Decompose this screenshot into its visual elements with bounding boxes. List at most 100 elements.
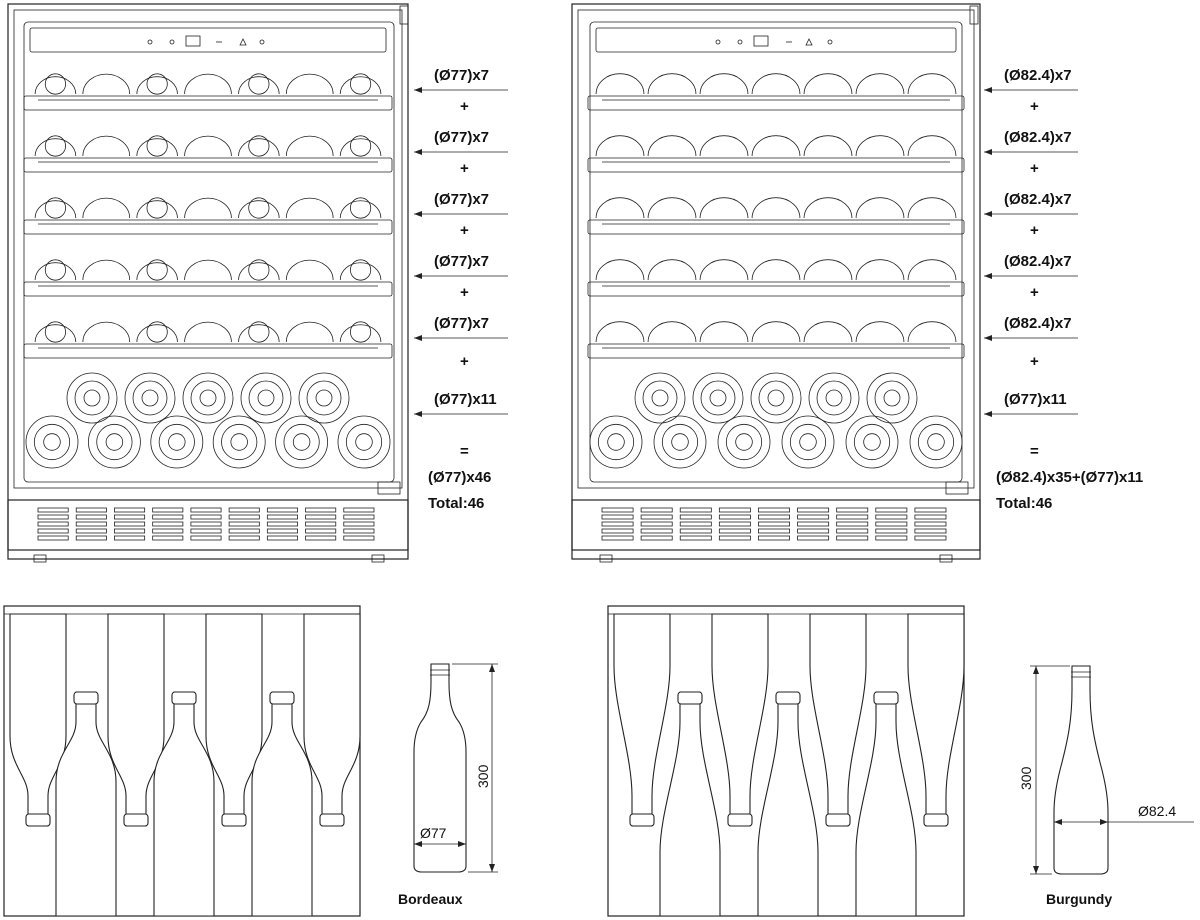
burgundy-side-bottles-down-1 xyxy=(613,613,671,827)
right-bottle-r2-1 xyxy=(595,135,645,157)
left-label-arrows xyxy=(414,87,508,417)
right-vent-slot-8-1 xyxy=(875,507,908,513)
right-bottle-r1-7 xyxy=(907,73,957,95)
right-vent-slot-5-2 xyxy=(758,514,790,520)
right-lower-bottle-b6-inner xyxy=(917,423,955,461)
right-vent-slot-5-5 xyxy=(758,535,790,541)
right-shelf-label-4: (Ø82.4)x7 xyxy=(1004,253,1072,270)
right-vent-slot-2-5 xyxy=(640,535,673,541)
left-lower-bottle-a1 xyxy=(66,372,118,424)
left-bottle-r5-6 xyxy=(285,321,334,343)
bordeaux-side-bottles-up-3-cap xyxy=(269,691,295,705)
right-vent-slot-4-4 xyxy=(718,528,751,534)
right-vent-slot-4-1 xyxy=(718,507,751,513)
burgundy-side-bottles-up-1-cap xyxy=(677,691,703,705)
left-lower-bottle-a3-inner xyxy=(190,380,226,416)
left-lower-bottle-a1-core xyxy=(83,389,101,407)
right-shelf-5 xyxy=(587,343,965,359)
bordeaux-bottle-outline xyxy=(413,663,467,873)
right-vent-panel xyxy=(571,499,981,551)
left-bottle-neck-r4-1 xyxy=(44,259,66,281)
burgundy-name: Burgundy xyxy=(1046,891,1112,907)
right-bottle-r2-3 xyxy=(699,135,749,157)
right-vent-slot-2-4 xyxy=(640,528,673,534)
left-bottle-r3-2 xyxy=(82,197,131,219)
right-foot xyxy=(599,554,613,563)
bordeaux-side-bottles-up-1 xyxy=(55,691,117,917)
left-lower-bottle-b1-inner xyxy=(33,423,71,461)
burgundy-dia-arrow-left xyxy=(1054,819,1062,825)
right-bottle-r2-5 xyxy=(803,135,853,157)
left-up-icon xyxy=(239,38,247,46)
left-bottle-r1-3 xyxy=(136,76,178,95)
left-display-icon xyxy=(185,35,201,47)
left-bottle-r2-4 xyxy=(184,135,232,157)
right-set-icon xyxy=(827,39,833,45)
left-lower-bottle-a5 xyxy=(298,372,350,424)
left-bottle-r3-3 xyxy=(136,200,178,219)
bordeaux-side-bottles-down-3-cap xyxy=(221,813,247,827)
right-bottle-r4-6 xyxy=(855,259,905,281)
bordeaux-dia-arrow-left xyxy=(414,841,422,847)
left-bottle-neck-r3-1 xyxy=(44,197,66,219)
right-vent-slot-6-2 xyxy=(797,514,830,520)
right-shelf-label-6: (Ø77)x11 xyxy=(1004,391,1067,408)
bordeaux-side-bottles-up-2-cap xyxy=(171,691,197,705)
right-lower-bottle-a3-core xyxy=(767,389,785,407)
left-vent-slot-1-5 xyxy=(37,535,69,541)
left-lower-bottle-a4 xyxy=(240,372,292,424)
left-vent-slot-1-2 xyxy=(37,514,69,520)
burgundy-dia-arrow-right xyxy=(1100,819,1108,825)
left-bottle-r3-1 xyxy=(34,200,77,219)
right-lower-bottle-b3 xyxy=(717,415,771,469)
left-bottle-r1-7 xyxy=(339,76,382,95)
left-vent-slot-3-3 xyxy=(114,521,146,527)
right-lower-bottle-b2 xyxy=(653,415,707,469)
left-lower-bottle-a1-inner xyxy=(74,380,110,416)
bordeaux-bottle-detail: 300 Ø77 Bordeaux xyxy=(398,663,498,907)
left-lower-bottle-b5-core xyxy=(292,433,311,451)
burgundy-height-label: 300 xyxy=(1018,766,1034,790)
right-bottle-r1-1 xyxy=(595,73,645,95)
left-bottle-r4-3 xyxy=(136,262,178,281)
left-bottle-rows xyxy=(25,73,391,469)
burgundy-side-bottles-up-3 xyxy=(855,691,917,917)
left-vent-slot-4-1 xyxy=(152,507,184,513)
right-power-icon xyxy=(715,39,721,45)
bordeaux-height-label: 300 xyxy=(475,764,491,788)
right-shelf-3 xyxy=(587,219,965,235)
left-lower-bottle-a3-core xyxy=(199,389,217,407)
right-vent-slot-6-1 xyxy=(797,507,830,513)
right-leader-arrow-4 xyxy=(984,273,992,279)
bordeaux-name: Bordeaux xyxy=(398,891,463,907)
burgundy-side-bottles-down-2-cap xyxy=(727,813,753,827)
left-lower-bottle-b2-core xyxy=(105,433,124,451)
bordeaux-side-bottles-up-3 xyxy=(251,691,313,917)
burgundy-bottle-outline xyxy=(1053,665,1109,875)
left-lower-bottle-b6 xyxy=(337,415,391,469)
bordeaux-dim-arrow-down xyxy=(489,864,495,872)
right-leader-arrow-6 xyxy=(984,411,992,417)
right-vent-slot-8-3 xyxy=(875,521,908,527)
left-bottle-r2-7 xyxy=(339,138,382,157)
right-bottle-r3-2 xyxy=(647,197,697,219)
burgundy-side-bottles-up-3-cap xyxy=(873,691,899,705)
left-vent-slot-6-1 xyxy=(228,507,260,513)
left-vent-slot-3-4 xyxy=(114,528,146,534)
left-vent-slot-8-3 xyxy=(305,521,337,527)
right-shelf-label-3: (Ø82.4)x7 xyxy=(1004,191,1072,208)
left-bottle-r5-7 xyxy=(339,324,382,343)
right-vent-slot-3-1 xyxy=(679,507,712,513)
left-shelf-1 xyxy=(23,95,393,111)
left-light-icon xyxy=(169,39,175,45)
right-bottle-r2-4 xyxy=(751,135,801,157)
right-lower-bottle-b4-core xyxy=(799,433,817,451)
left-bottle-r1-5 xyxy=(238,76,280,95)
right-vent-slot-5-3 xyxy=(758,521,790,527)
right-vent-slot-9-5 xyxy=(914,535,947,541)
left-bottle-neck-r4-3 xyxy=(146,259,168,281)
left-shelf-4 xyxy=(23,281,393,297)
left-vent-slot-9-1 xyxy=(343,507,375,513)
right-vent-slot-1-3 xyxy=(601,521,634,527)
